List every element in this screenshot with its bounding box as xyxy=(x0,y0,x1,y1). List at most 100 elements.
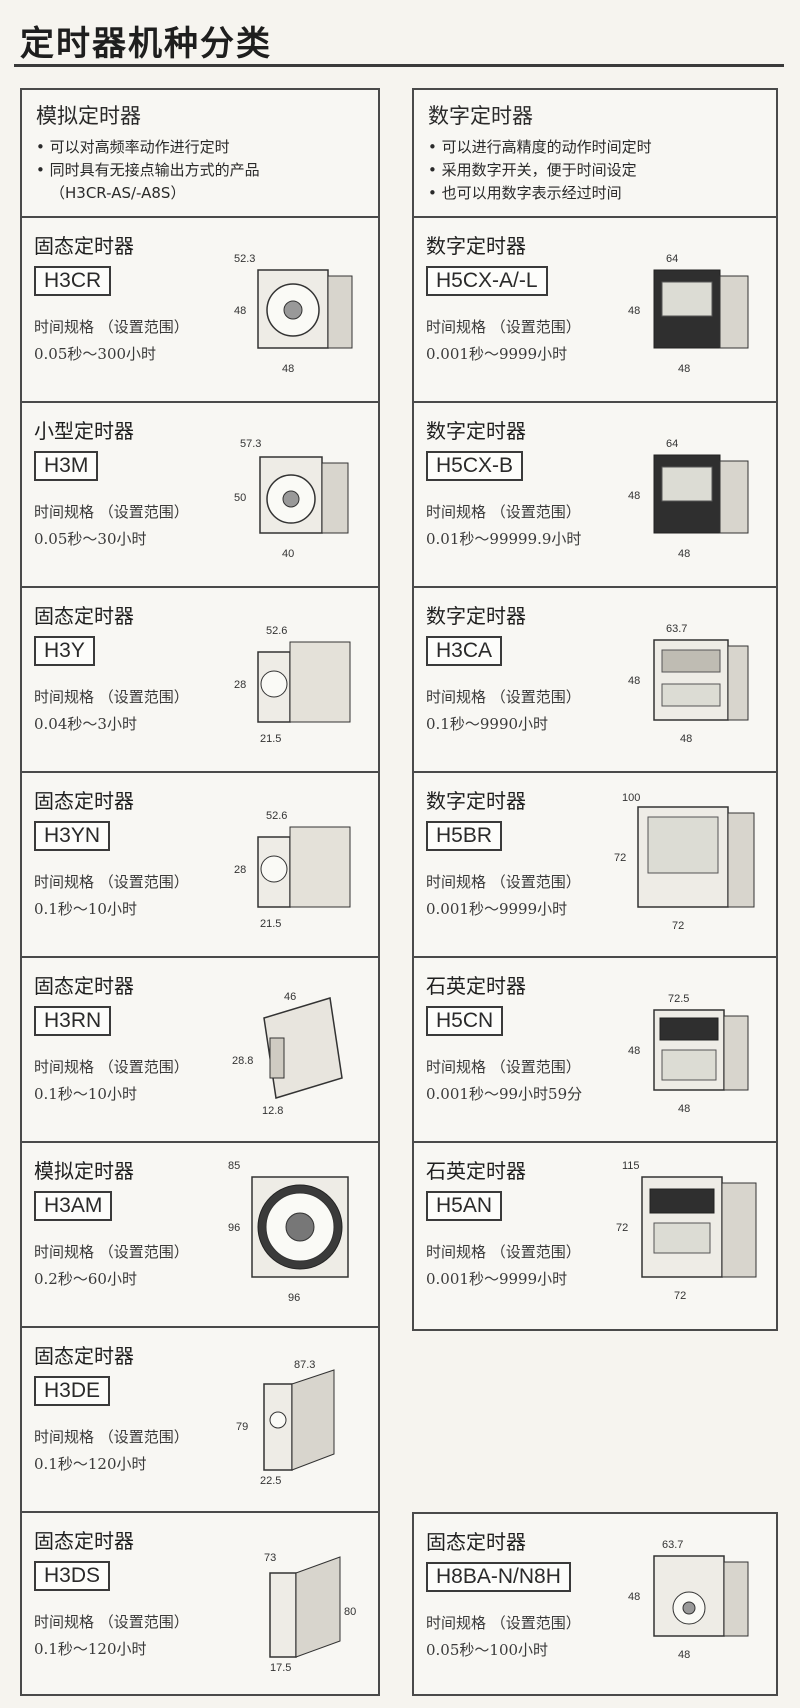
dim-depth: 72 xyxy=(672,920,684,932)
dim-height: 28 xyxy=(234,679,246,691)
product-diagram: 63.7 48 48 xyxy=(626,1534,756,1664)
product-card-h3de: 固态定时器 H3DE 时间规格 （设置范围） 0.1秒～120小时 87.3 7… xyxy=(22,1328,378,1513)
model-label: H5CX-B xyxy=(426,451,524,481)
dim-height: 48 xyxy=(628,305,640,317)
product-card-h5cx-a: 数字定时器 H5CX-A/-L 时间规格 （设置范围） 0.001秒～9999小… xyxy=(414,218,776,403)
product-diagram: 52.6 28 21.5 xyxy=(230,618,360,748)
product-diagram: 64 48 48 xyxy=(626,433,756,563)
dim-width: 52.3 xyxy=(234,253,255,265)
model-label: H5AN xyxy=(426,1191,503,1221)
digital-bullet: 采用数字开关，便于时间设定 xyxy=(428,159,762,182)
product-type: 石英定时器 xyxy=(426,1159,526,1183)
spec-range: 0.1秒～10小时 xyxy=(34,900,137,918)
product-type: 固态定时器 xyxy=(34,1529,134,1553)
dim-width: 52.6 xyxy=(266,810,287,822)
spec-label: 时间规格 （设置范围） xyxy=(34,318,189,336)
spec-label: 时间规格 （设置范围） xyxy=(34,688,189,706)
dim-width: 63.7 xyxy=(662,1539,683,1551)
spec-range: 0.1秒～10小时 xyxy=(34,1085,137,1103)
dim-width: 64 xyxy=(666,253,678,265)
spec-range: 0.001秒～9999小时 xyxy=(426,345,568,363)
digital-header-title: 数字定时器 xyxy=(428,104,533,128)
product-card-h3rn: 固态定时器 H3RN 时间规格 （设置范围） 0.1秒～10小时 46 28.8… xyxy=(22,958,378,1143)
product-diagram: 52.3 48 48 xyxy=(230,248,360,378)
spec-range: 0.2秒～60小时 xyxy=(34,1270,137,1288)
product-type: 固态定时器 xyxy=(34,789,134,813)
dim-width: 63.7 xyxy=(666,623,687,635)
product-diagram: 63.7 48 48 xyxy=(626,618,756,748)
spec-range: 0.1秒～120小时 xyxy=(34,1640,147,1658)
spec-label: 时间规格 （设置范围） xyxy=(426,1243,581,1261)
dim-depth: 48 xyxy=(678,548,690,560)
product-type: 数字定时器 xyxy=(426,604,526,628)
product-diagram: 46 28.8 12.8 xyxy=(230,988,360,1118)
dim-width: 72.5 xyxy=(668,993,689,1005)
dim-width: 100 xyxy=(622,792,640,804)
product-type: 固态定时器 xyxy=(34,1344,134,1368)
spec-label: 时间规格 （设置范围） xyxy=(34,1243,189,1261)
product-type: 固态定时器 xyxy=(426,1530,526,1554)
dim-depth: 40 xyxy=(282,548,294,560)
analog-header-title: 模拟定时器 xyxy=(36,104,141,128)
product-card-h3ds: 固态定时器 H3DS 时间规格 （设置范围） 0.1秒～120小时 73 80 … xyxy=(22,1513,378,1698)
model-label: H3DE xyxy=(34,1376,111,1406)
dim-height: 79 xyxy=(236,1421,248,1433)
dim-height: 72 xyxy=(614,852,626,864)
dim-depth: 72 xyxy=(674,1290,686,1302)
product-card-h8ba: 固态定时器 H8BA-N/N8H 时间规格 （设置范围） 0.05秒～100小时… xyxy=(414,1514,776,1694)
product-card-h5br: 数字定时器 H5BR 时间规格 （设置范围） 0.001秒～9999小时 100… xyxy=(414,773,776,958)
product-type: 模拟定时器 xyxy=(34,1159,134,1183)
dim-depth: 48 xyxy=(282,363,294,375)
spec-label: 时间规格 （设置范围） xyxy=(426,318,581,336)
product-card-h5cn: 石英定时器 H5CN 时间规格 （设置范围） 0.001秒～99小时59分 72… xyxy=(414,958,776,1143)
dim-depth: 48 xyxy=(678,1103,690,1115)
spec-label: 时间规格 （设置范围） xyxy=(34,503,189,521)
dim-width: 46 xyxy=(284,991,296,1003)
model-label: H3RN xyxy=(34,1006,112,1036)
model-label: H3DS xyxy=(34,1561,111,1591)
dim-depth: 96 xyxy=(288,1292,300,1304)
spec-label: 时间规格 （设置范围） xyxy=(426,1058,581,1076)
product-card-h3cr: 固态定时器 H3CR 时间规格 （设置范围） 0.05秒～300小时 52.3 … xyxy=(22,218,378,403)
spec-range: 0.04秒～3小时 xyxy=(34,715,137,733)
product-type: 石英定时器 xyxy=(426,974,526,998)
dim-height: 48 xyxy=(628,1045,640,1057)
model-label: H3M xyxy=(34,451,99,481)
product-diagram: 52.6 28 21.5 xyxy=(230,803,360,933)
dim-height: 28.8 xyxy=(232,1055,253,1067)
dim-width: 52.6 xyxy=(266,625,287,637)
dim-height: 48 xyxy=(628,1591,640,1603)
spec-label: 时间规格 （设置范围） xyxy=(426,503,581,521)
model-label: H3CA xyxy=(426,636,503,666)
product-diagram: 73 80 17.5 xyxy=(230,1543,360,1674)
dim-depth: 48 xyxy=(678,1649,690,1661)
dim-height: 48 xyxy=(234,305,246,317)
spec-label: 时间规格 （设置范围） xyxy=(426,688,581,706)
dim-depth: 21.5 xyxy=(260,918,281,930)
spec-label: 时间规格 （设置范围） xyxy=(34,1428,189,1446)
dim-depth: 12.8 xyxy=(262,1105,283,1117)
analog-column: 模拟定时器 可以对高频率动作进行定时 同时具有无接点输出方式的产品 （H3CR-… xyxy=(20,88,380,1696)
dim-depth: 48 xyxy=(680,733,692,745)
model-label: H3AM xyxy=(34,1191,113,1221)
product-type: 固态定时器 xyxy=(34,604,134,628)
model-label: H3Y xyxy=(34,636,95,666)
product-card-h5an: 石英定时器 H5AN 时间规格 （设置范围） 0.001秒～9999小时 115… xyxy=(414,1143,776,1328)
analog-bullet: 同时具有无接点输出方式的产品 xyxy=(36,159,364,182)
product-diagram: 72.5 48 48 xyxy=(626,988,756,1118)
product-diagram: 85 96 96 xyxy=(226,1157,366,1307)
spec-range: 0.05秒～300小时 xyxy=(34,345,157,363)
digital-bullets: 可以进行高精度的动作时间定时 采用数字开关，便于时间设定 也可以用数字表示经过时… xyxy=(428,136,762,205)
product-card-h3m: 小型定时器 H3M 时间规格 （设置范围） 0.05秒～30小时 57.3 50… xyxy=(22,403,378,588)
product-type: 固态定时器 xyxy=(34,234,134,258)
analog-bullets: 可以对高频率动作进行定时 同时具有无接点输出方式的产品 xyxy=(36,136,364,182)
product-type: 数字定时器 xyxy=(426,419,526,443)
spec-label: 时间规格 （设置范围） xyxy=(426,873,581,891)
dim-width: 57.3 xyxy=(240,438,261,450)
dim-depth: 48 xyxy=(678,363,690,375)
title-rule xyxy=(14,64,784,67)
product-type: 数字定时器 xyxy=(426,234,526,258)
spec-range: 0.1秒～9990小时 xyxy=(426,715,549,733)
dim-height: 72 xyxy=(616,1222,628,1234)
dim-depth: 17.5 xyxy=(270,1662,291,1673)
